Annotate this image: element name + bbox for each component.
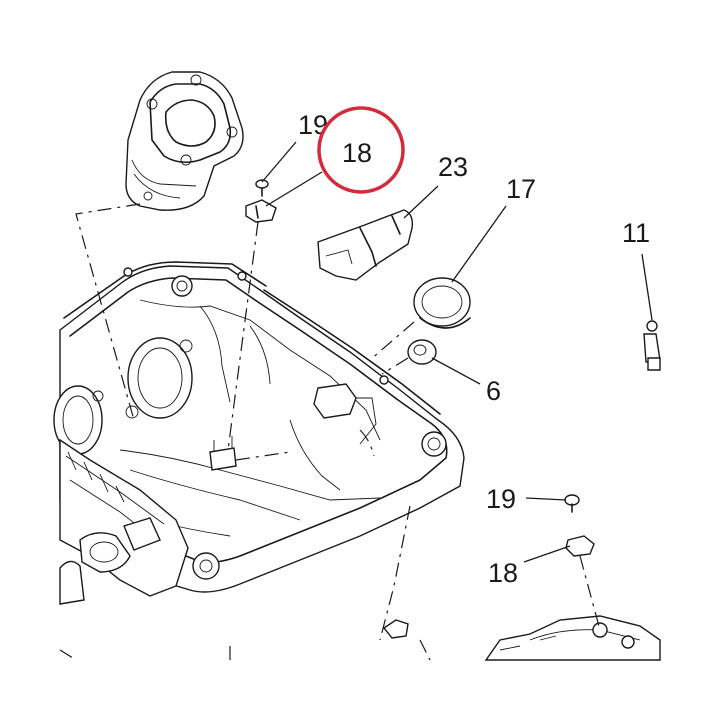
- callout-18-lower: 18: [488, 558, 518, 588]
- washer-6-part: [407, 339, 437, 365]
- grommet-17-part: [413, 277, 471, 329]
- assembly-lines: [59, 203, 601, 661]
- highlight-ring: [317, 106, 405, 194]
- screw-19-upper: [255, 179, 269, 197]
- leader-lines: [261, 141, 653, 563]
- screw-19-lower: [564, 494, 580, 513]
- callout-labels: 19 18 23 17 11 6 19 18: [298, 110, 650, 588]
- floor-mount-clip: [209, 436, 237, 471]
- callout-17: 17: [506, 174, 536, 204]
- bracket-18-lower: [565, 535, 595, 557]
- bracket-18-upper: [245, 199, 277, 223]
- sensor-11-part: [643, 320, 661, 371]
- callout-19-lower: 19: [486, 484, 516, 514]
- cover-23-part: [317, 209, 414, 281]
- callout-18-upper: 18: [342, 138, 372, 168]
- airbox-housing-part: [53, 261, 465, 605]
- callout-11: 11: [622, 218, 650, 248]
- clip-bottom-center: [382, 619, 409, 639]
- secondary-housing-part: [484, 615, 661, 661]
- intake-flange-part: [125, 71, 244, 211]
- callout-23: 23: [438, 152, 468, 182]
- callout-6: 6: [486, 376, 501, 406]
- callout-19-upper: 19: [298, 110, 328, 140]
